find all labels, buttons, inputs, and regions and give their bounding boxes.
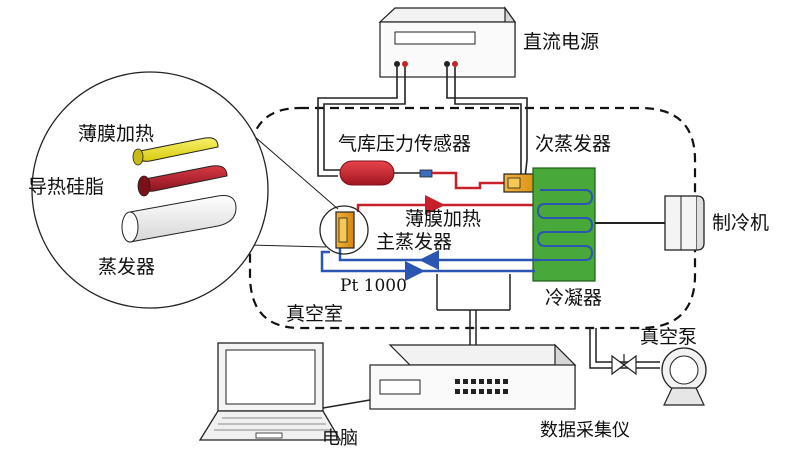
- thermal-grease-layer: [137, 165, 228, 197]
- label-pressure-sensor: 气库压力传感器: [338, 133, 471, 155]
- data-acquisition-unit: [369, 343, 577, 410]
- laptop-to-daq-cable: [322, 399, 371, 409]
- power-wires: [317, 67, 528, 179]
- label-secondary-evaporator: 次蒸发器: [535, 133, 611, 155]
- laptop-computer: [198, 342, 342, 441]
- label-dc-power: 直流电源: [523, 31, 599, 53]
- zoom-line-bottom: [246, 244, 327, 248]
- film-heater-layer: [132, 137, 219, 166]
- daq-buttons: [455, 379, 508, 394]
- label-vacuum-chamber: 真空室: [286, 303, 343, 325]
- vacuum-valve: [611, 354, 637, 376]
- evaporator-tube: [121, 195, 237, 243]
- vacuum-pump: [661, 347, 707, 406]
- liquid-line: [320, 248, 540, 281]
- dc-power-supply: [378, 6, 517, 78]
- power-display: [394, 31, 476, 45]
- label-zoom-film-heater: 薄膜加热: [78, 123, 154, 145]
- label-chiller: 制冷机: [712, 212, 769, 234]
- label-zoom-thermal-grease: 导热硅脂: [28, 176, 104, 198]
- daq-signal-cable: [469, 310, 477, 345]
- condenser: [532, 167, 596, 282]
- terminal-right-pos: [452, 61, 458, 67]
- label-film-heater: 薄膜加热: [405, 208, 481, 230]
- label-main-evaporator: 主蒸发器: [376, 231, 452, 253]
- terminal-left-neg: [394, 61, 400, 67]
- label-pt1000: Pt 1000: [340, 276, 407, 296]
- label-data-acquisition: 数据采集仪: [540, 420, 630, 441]
- terminal-right-neg: [444, 61, 450, 67]
- label-computer: 电脑: [322, 428, 358, 449]
- label-vacuum-pump: 真空泵: [640, 326, 697, 348]
- zoom-line-top: [246, 129, 339, 210]
- zoom-detail: 薄膜加热 导热硅脂 蒸发器: [28, 71, 269, 309]
- label-zoom-evaporator: 蒸发器: [98, 256, 155, 278]
- zoom-focus-circle: [319, 205, 369, 255]
- pt1000-sensors: [436, 274, 511, 311]
- chiller: [664, 195, 705, 251]
- label-condenser: 冷凝器: [545, 287, 602, 309]
- vacuum-pump-line: [589, 328, 660, 369]
- main-evaporator: [335, 211, 355, 249]
- pressure-sensor: [339, 160, 433, 186]
- terminal-left-pos: [402, 61, 408, 67]
- laptop-keyboard: [214, 417, 330, 431]
